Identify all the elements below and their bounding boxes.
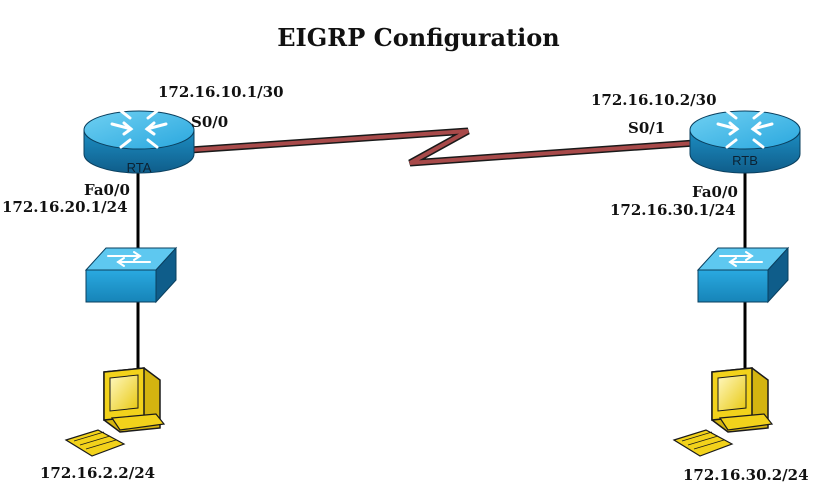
rtb-serial-ip-label: 172.16.10.2/30: [591, 91, 717, 109]
switch-arrows-icon: [719, 251, 763, 267]
switch-arrows-icon: [107, 251, 151, 267]
router-name-rtb: RTB: [732, 153, 758, 168]
host-left-ip-label: 172.16.2.2/24: [40, 464, 156, 482]
router-name-rta: RTA: [127, 160, 152, 175]
pc-icon-right[interactable]: [672, 367, 774, 457]
diagram-title: EIGRP Configuration: [277, 23, 560, 52]
pc-icon-left[interactable]: [64, 367, 166, 457]
rta-lan-ip-label: 172.16.20.1/24: [2, 198, 128, 216]
switch-icon-right[interactable]: [696, 246, 790, 304]
rtb-lan-interface-label: Fa0/0: [692, 183, 738, 201]
router-icon-rta[interactable]: RTA: [83, 109, 195, 175]
switch-icon-left[interactable]: [84, 246, 178, 304]
rta-serial-ip-label: 172.16.10.1/30: [158, 83, 284, 101]
router-arrows-icon: [110, 109, 168, 149]
rta-lan-interface-label: Fa0/0: [84, 181, 130, 199]
rta-serial-interface-label: S0/0: [191, 113, 229, 131]
router-arrows-icon: [716, 109, 774, 149]
serial-link: [189, 127, 696, 167]
rtb-serial-interface-label: S0/1: [628, 119, 666, 137]
router-icon-rtb[interactable]: RTB: [689, 109, 801, 174]
rtb-lan-ip-label: 172.16.30.1/24: [610, 201, 736, 219]
host-right-ip-label: 172.16.30.2/24: [683, 466, 809, 484]
